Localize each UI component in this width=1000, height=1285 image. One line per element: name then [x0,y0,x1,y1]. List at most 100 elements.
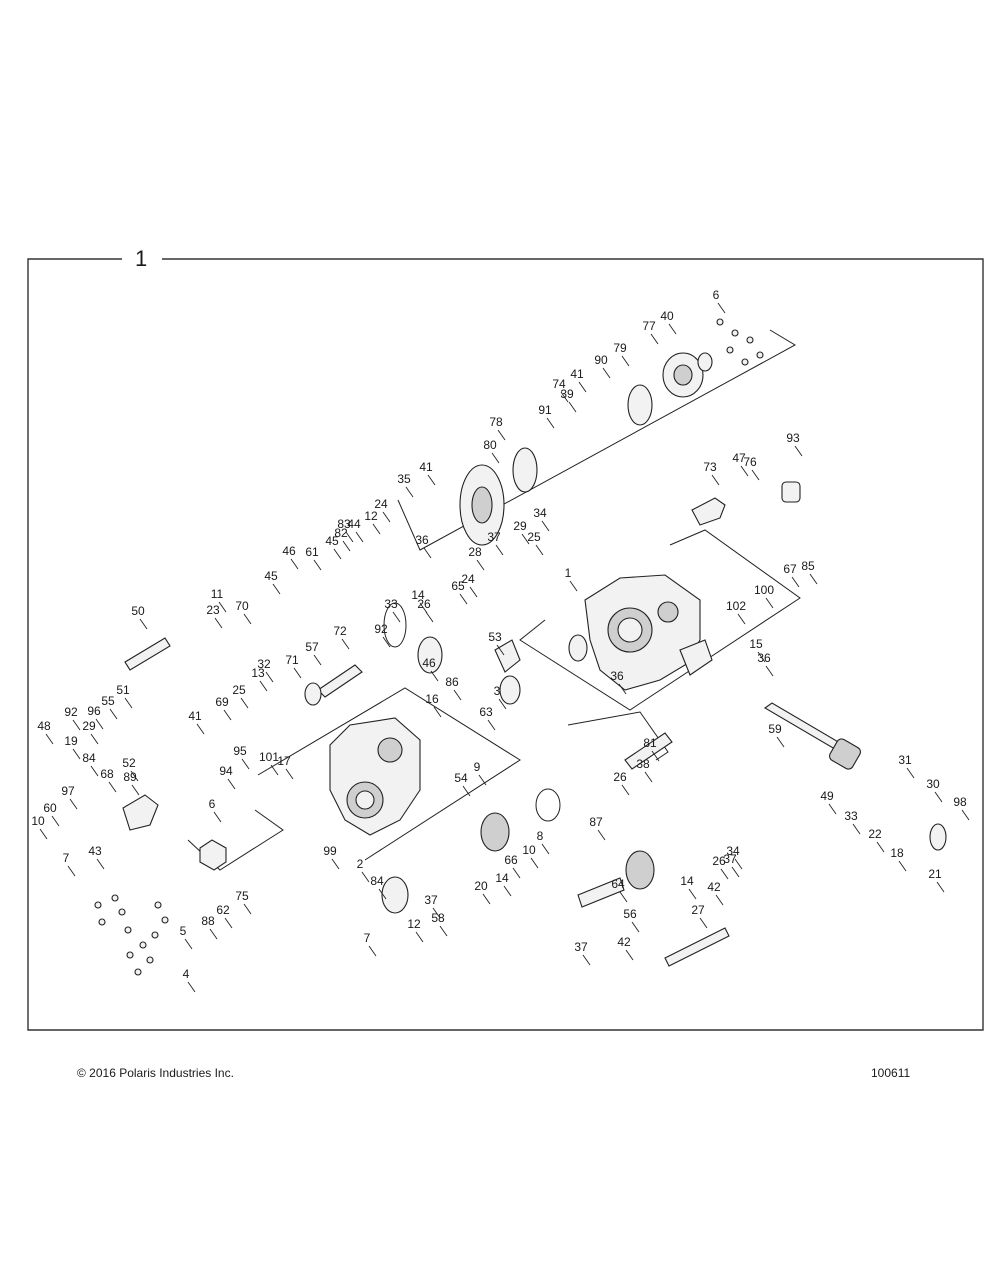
callout-9: 9 [474,760,481,774]
leader-line-52 [130,770,139,782]
callout-94: 94 [219,764,233,778]
differential-carrier [627,352,713,426]
copyright-text: © 2016 Polaris Industries Inc. [77,1066,234,1080]
callout-60: 60 [43,801,57,815]
leader-line-37 [582,954,591,966]
callout-84: 84 [370,874,384,888]
leader-line-4 [187,981,196,993]
callout-69: 69 [215,695,229,709]
leader-line-68 [108,781,117,793]
callout-101: 101 [259,750,279,764]
leader-line-79 [621,355,630,367]
leader-line-83 [345,531,354,543]
leader-line-42 [715,894,724,906]
callout-39: 39 [560,387,574,401]
leader-line-49 [828,803,837,815]
callout-57: 57 [305,640,319,654]
leader-line-27 [699,917,708,929]
callout-20: 20 [474,879,488,893]
callout-42: 42 [617,935,631,949]
callout-19: 19 [64,734,78,748]
leader-line-53 [496,644,505,656]
leader-line-29 [90,733,99,745]
leader-line-1 [569,580,578,592]
leader-line-86 [453,689,462,701]
callout-1: 1 [565,566,572,580]
callout-83: 83 [337,517,351,531]
leader-line-12 [415,931,424,943]
callout-24: 24 [374,497,388,511]
leader-line-20 [482,893,491,905]
leader-line-24 [382,511,391,523]
leader-line-92 [72,719,81,731]
leader-line-84 [378,888,387,900]
callout-14: 14 [495,871,509,885]
callout-50: 50 [131,604,145,618]
output-shaft [763,702,861,770]
leader-line-44 [355,531,364,543]
leader-line-14 [503,885,512,897]
leader-line-82 [342,540,351,552]
leader-line-14 [688,888,697,900]
callout-98: 98 [953,795,967,809]
seal-59 [381,876,409,914]
leader-line-88 [209,928,218,940]
group-bracket-87 [519,529,801,711]
callout-16: 16 [425,692,439,706]
leader-line-94 [227,778,236,790]
leader-line-22 [876,841,885,853]
group-bracket-78 [397,329,797,551]
callout-34: 34 [533,506,547,520]
group-bracket-83 [567,711,669,761]
callout-59: 59 [768,722,782,736]
figure-number: 1 [135,246,147,271]
leader-line-37 [731,866,740,878]
callout-91: 91 [538,403,552,417]
leader-line-36 [618,683,627,695]
callout-10: 10 [522,843,536,857]
leader-line-26 [621,784,630,796]
callout-77: 77 [642,319,656,333]
leader-line-35 [405,486,414,498]
leader-line-33 [852,823,861,835]
leader-line-11 [218,601,227,613]
callout-76: 76 [743,455,757,469]
leader-line-5 [184,938,193,950]
bolt-set [94,318,764,976]
leader-line-54 [462,785,471,797]
leader-line-55 [109,708,118,720]
callout-100: 100 [754,583,774,597]
leader-line-33 [392,611,401,623]
bearing-64 [499,675,521,705]
leader-line-21 [936,881,945,893]
callout-29: 29 [513,519,527,533]
callout-96: 96 [87,704,101,718]
callout-26: 26 [613,770,627,784]
leader-line-97 [69,798,78,810]
callout-56: 56 [623,907,637,921]
leader-line-6 [717,302,726,314]
callout-14: 14 [411,588,425,602]
callout-22: 22 [868,827,882,841]
leader-line-13 [259,680,268,692]
leader-line-34 [541,520,550,532]
callout-92: 92 [374,622,388,636]
callout-49: 49 [820,789,834,803]
leader-line-42 [625,949,634,961]
leader-line-78 [497,429,506,441]
callout-92: 92 [64,705,78,719]
callout-24: 24 [461,572,475,586]
callout-2: 2 [357,857,364,871]
leader-line-3 [498,698,507,710]
leader-line-26 [425,611,434,623]
callout-46: 46 [282,544,296,558]
leader-line-41 [578,381,587,393]
leader-line-65 [459,593,468,605]
leader-line-92 [382,636,391,648]
callout-7: 7 [63,851,70,865]
leader-line-66 [512,867,521,879]
leader-line-37 [495,544,504,556]
leader-line-2 [361,871,370,883]
leader-line-10 [530,857,539,869]
